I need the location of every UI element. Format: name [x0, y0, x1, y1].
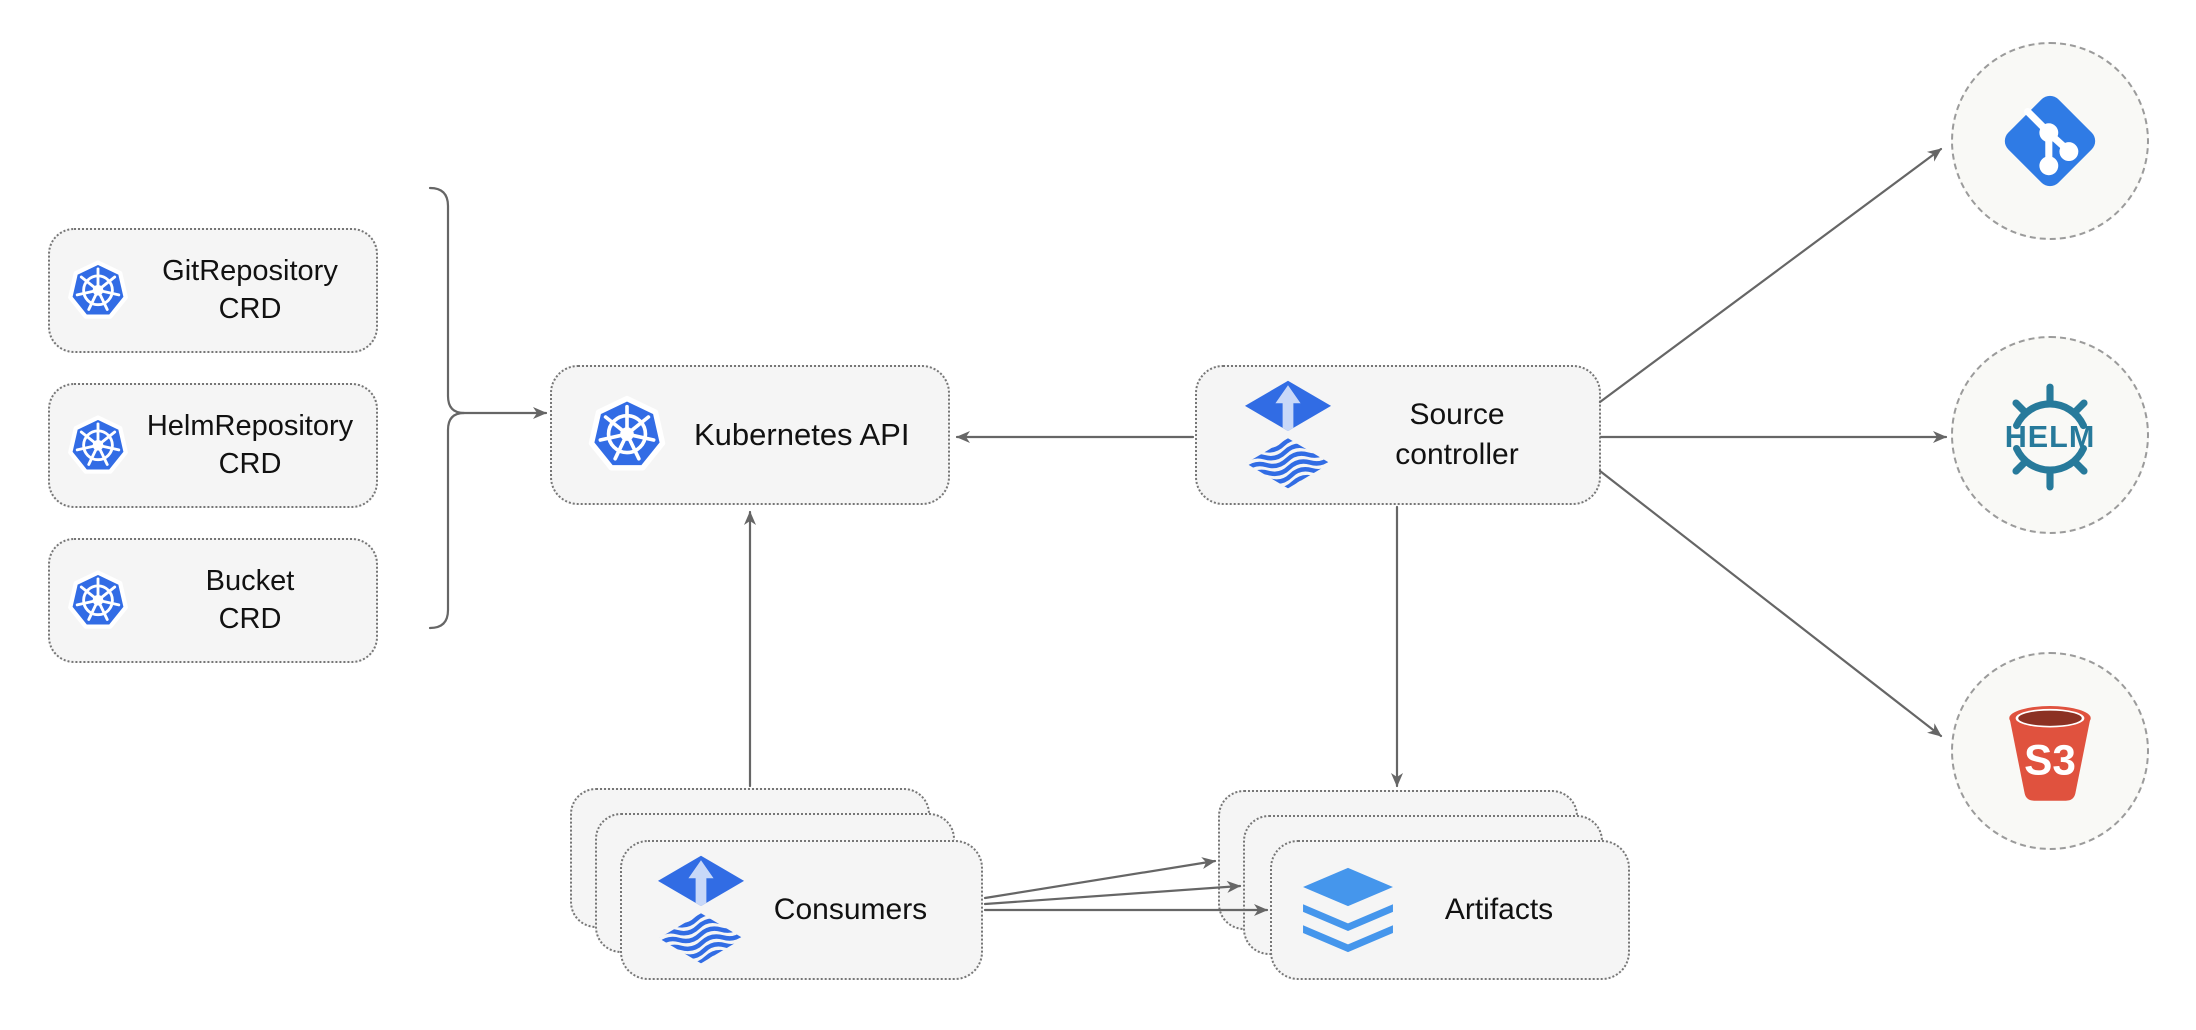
- node-bucket-crd: Bucket CRD: [48, 538, 378, 663]
- artifacts-label: Artifacts: [1444, 893, 1554, 926]
- node-helmrepository-crd: HelmRepository CRD: [48, 383, 378, 508]
- crd-label-line1: GitRepository: [162, 254, 338, 287]
- helm-wordmark: HELM: [2005, 420, 2096, 454]
- edge-source-to-s3: [1598, 469, 1943, 738]
- kubernetes-icon: [586, 394, 668, 476]
- node-source-controller: Source controller: [1195, 365, 1601, 505]
- kubernetes-api-label: Kubernetes API: [694, 417, 910, 452]
- node-helm-repository: HELM: [1951, 336, 2149, 534]
- node-consumers: Consumers: [620, 840, 983, 980]
- edge-crds-bracket-lower: [428, 411, 466, 630]
- source-controller-label: Source controller: [1333, 395, 1599, 474]
- layers-icon: [1300, 866, 1396, 954]
- node-git-repository: [1951, 42, 2149, 240]
- crd-label-line2: CRD: [218, 292, 282, 325]
- edge-consumers-to-artifacts-1: [983, 857, 1217, 900]
- kubernetes-icon: [66, 569, 130, 633]
- source-controller-label-line2: controller: [1395, 438, 1519, 471]
- flux-icon: [656, 854, 746, 967]
- source-controller-label-line1: Source: [1409, 398, 1505, 432]
- s3-wordmark: S3: [2024, 736, 2076, 783]
- crd-label-line2: CRD: [218, 602, 282, 635]
- crd-box-label: Bucket CRD: [130, 563, 376, 638]
- node-s3-bucket: S3: [1951, 652, 2149, 850]
- node-kubernetes-api: Kubernetes API: [550, 365, 950, 505]
- git-icon: [1991, 82, 2109, 200]
- edge-consumers-to-artifacts-2: [983, 880, 1242, 906]
- edge-source-to-git: [1598, 147, 1943, 404]
- helm-icon: HELM: [1994, 379, 2106, 491]
- flux-icon: [1243, 379, 1333, 492]
- consumers-label: Consumers: [773, 893, 928, 926]
- crd-label-line2: CRD: [218, 447, 282, 480]
- node-gitrepository-crd: GitRepository CRD: [48, 228, 378, 353]
- crd-label-line1: Bucket: [205, 564, 295, 597]
- node-artifacts: Artifacts: [1270, 840, 1630, 980]
- crd-box-label: HelmRepository CRD: [130, 408, 376, 483]
- s3-bucket-icon: S3: [1997, 696, 2103, 806]
- kubernetes-icon: [66, 414, 130, 478]
- kubernetes-icon: [66, 259, 130, 323]
- crd-box-label: GitRepository CRD: [130, 253, 376, 328]
- crd-label-line1: HelmRepository: [146, 409, 354, 442]
- edge-crds-to-kubernetes-api: [428, 186, 548, 419]
